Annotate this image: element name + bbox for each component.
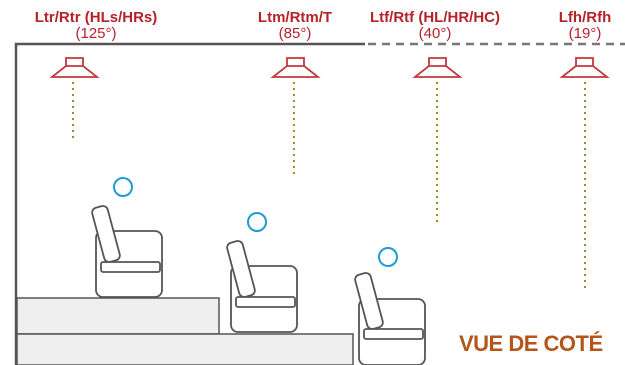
- speaker-angle: (40°): [418, 25, 452, 42]
- speaker-label-top-rear: Ltr/Rtr (HLs/HRs) (125°): [21, 10, 171, 42]
- riser-upper: [16, 297, 220, 335]
- speaker-label-top-middle: Ltm/Rtm/T (85°): [240, 10, 350, 42]
- listener-head-icon: [113, 177, 133, 197]
- view-label: VUE DE COTÉ: [459, 331, 603, 356]
- riser-lower: [16, 333, 354, 365]
- speaker-icon: [49, 57, 100, 78]
- speaker-icon: [270, 57, 321, 78]
- listener-head-icon: [378, 247, 398, 267]
- speaker-angle: (85°): [278, 25, 312, 42]
- speaker-icon: [412, 57, 463, 78]
- speaker-name: Ltr/Rtr (HLs/HRs): [34, 9, 158, 26]
- speaker-name: Ltf/Rtf (HL/HR/HC): [370, 9, 500, 26]
- speaker-angle: (125°): [75, 25, 117, 42]
- speaker-angle: (19°): [568, 25, 602, 42]
- speaker-name: Ltm/Rtm/T: [257, 9, 333, 26]
- speaker-label-front-height: Lfh/Rfh (19°): [545, 10, 625, 42]
- speaker-label-top-front: Ltf/Rtf (HL/HR/HC) (40°): [355, 10, 515, 42]
- speaker-name: Lfh/Rfh: [558, 9, 612, 26]
- recliner-chair-icon: [226, 240, 298, 333]
- room-walls: [14, 42, 365, 365]
- recliner-chair-icon: [91, 205, 163, 298]
- listener-head-icon: [247, 212, 267, 232]
- sound-dotted-lines: [72, 82, 586, 292]
- recliner-chair-icon: [354, 272, 426, 365]
- speaker-icon: [559, 57, 610, 78]
